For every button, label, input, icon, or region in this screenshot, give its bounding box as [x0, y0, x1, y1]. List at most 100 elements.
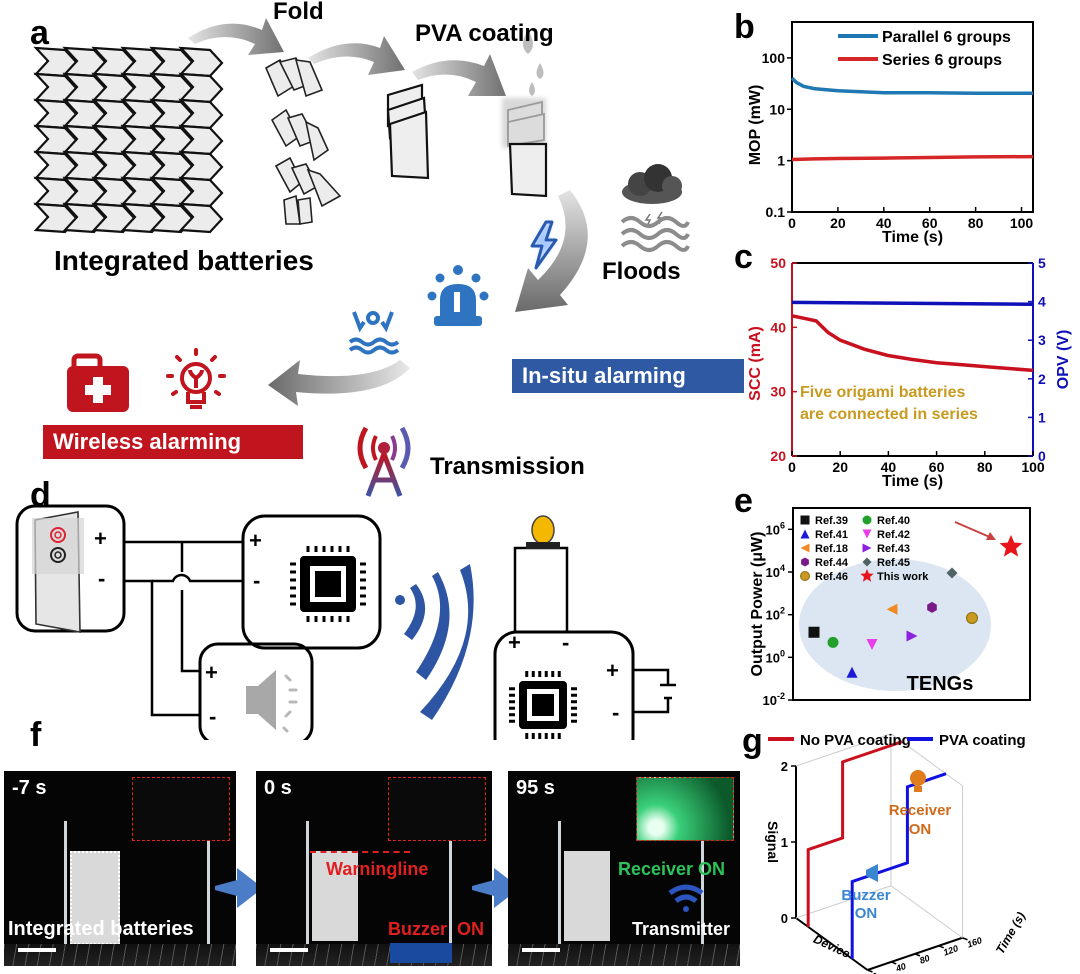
chip-pin [346, 616, 350, 622]
y-tick-label: 1 [777, 153, 785, 169]
x-tick-label: 40 [876, 215, 892, 231]
chip-pin [290, 594, 296, 598]
y-tick-exponent: 2 [780, 606, 785, 616]
x-tick-label: 60 [922, 215, 938, 231]
photo-0s: 0 s Warningline Buzzer ON [256, 771, 492, 966]
buzzer-on-label: ON [855, 905, 878, 922]
chip-pin [538, 733, 542, 739]
chip-pin [338, 546, 342, 552]
origami-cell [33, 202, 79, 234]
chip-pin [538, 671, 542, 677]
data-point-this-work: This work [860, 534, 1023, 583]
y-axis-label: Output Power (μW) [749, 532, 766, 677]
plot-frame [791, 21, 1034, 213]
photo-time: -7 s [12, 777, 47, 799]
legend-label: Series 6 groups [882, 52, 1002, 69]
legend-label: This work [877, 571, 929, 583]
x-tick-label: 60 [929, 459, 945, 475]
marker-triangle-left [886, 603, 898, 615]
marker-diamond [946, 567, 958, 579]
y-axis-label: MOP (mW) [747, 85, 764, 166]
drowning-person-icon [348, 311, 400, 355]
flood-waves-icon [620, 216, 690, 252]
origami-cell [62, 202, 108, 234]
panel-a-schematic [33, 18, 690, 497]
chip-pin [509, 719, 515, 723]
y-axis-label-right: OPV (V) [1055, 330, 1072, 390]
series-line-1 [791, 154, 1034, 162]
bulb-annotation-icon [910, 770, 926, 786]
origami-cell [120, 202, 166, 234]
chip-pin [571, 700, 577, 704]
inset-receiver [132, 777, 230, 841]
buzzer-label: Buzzer [841, 887, 890, 904]
teng-region [799, 559, 991, 691]
marker-circle [827, 636, 839, 648]
wifi-icon [668, 884, 704, 912]
chip-pin [571, 706, 577, 710]
chip-pin [557, 671, 561, 677]
x-tick-label: 0 [788, 459, 796, 475]
siren-icon [427, 265, 489, 326]
chip-pin [322, 616, 326, 622]
time-axis-label: Time (s) [993, 910, 1028, 957]
marker-diamond [862, 557, 872, 567]
chip-pin [544, 733, 548, 739]
receiver-label: Receiver [889, 802, 952, 819]
marker-triangle-right [862, 543, 872, 553]
x-tick-label: 100 [1021, 459, 1045, 475]
integrated-batteries-label: Integrated batteries [54, 245, 314, 276]
origami-cell [149, 202, 195, 234]
photo-caption: Integrated batteries [8, 918, 194, 940]
fold-arrow-2-icon [308, 36, 405, 75]
legend-label: Ref.43 [877, 543, 910, 555]
time-tick-label: 40 [894, 961, 908, 974]
x-tick-label: 100 [1010, 215, 1034, 231]
scale-bar [270, 948, 308, 952]
marker-sphere [800, 571, 810, 581]
data-point-ref-39: Ref.39 [800, 515, 848, 638]
chip-pin [290, 570, 296, 574]
battery-stack-icon [32, 511, 84, 633]
panel-f-label: f [30, 716, 42, 754]
arrow-line [954, 521, 993, 539]
chip-pin [571, 719, 577, 723]
receiver-box [493, 630, 635, 740]
y-tick-label-right: 4 [1038, 294, 1046, 310]
chip-pin [571, 713, 577, 717]
chip-pin [290, 586, 296, 590]
data-point-ref-42: Ref.42 [862, 529, 910, 650]
back-walls [795, 733, 963, 938]
lightbulb-icon [166, 348, 226, 409]
buzzer-module [390, 943, 452, 963]
beaker [558, 821, 704, 966]
photo-95s: 95 s Receiver ON Transmitter [508, 771, 740, 966]
y-tick-label: 10-2 [763, 691, 785, 708]
floor-grid [508, 944, 740, 966]
y-tick-exponent: 0 [780, 648, 785, 658]
battery-plus: + [94, 526, 107, 551]
time-tick [890, 961, 897, 965]
arrow-head [986, 532, 996, 540]
chip-pin [290, 562, 296, 566]
y-tick-label-right: 0 [1038, 448, 1046, 464]
chip-pin [509, 713, 515, 717]
y-tick-label: 0.1 [766, 204, 786, 220]
step-arrow-icon [472, 868, 520, 908]
floor-grid [4, 944, 236, 966]
marker-triangle-down [866, 638, 878, 650]
y-tick-label-left: 40 [770, 319, 786, 335]
chip-pin [571, 693, 577, 697]
inset-receiver [388, 777, 486, 841]
chip-pin [509, 693, 515, 697]
lightning-icon [530, 220, 558, 270]
y-tick-label-left: 50 [770, 255, 786, 271]
data-point-ref-45: Ref.45 [862, 557, 958, 579]
chip-pin [544, 671, 548, 677]
marker-star [999, 534, 1023, 557]
water-drop-icon [523, 30, 544, 96]
step-arrow-icon [215, 868, 263, 908]
legend-label: Ref.44 [815, 557, 849, 569]
